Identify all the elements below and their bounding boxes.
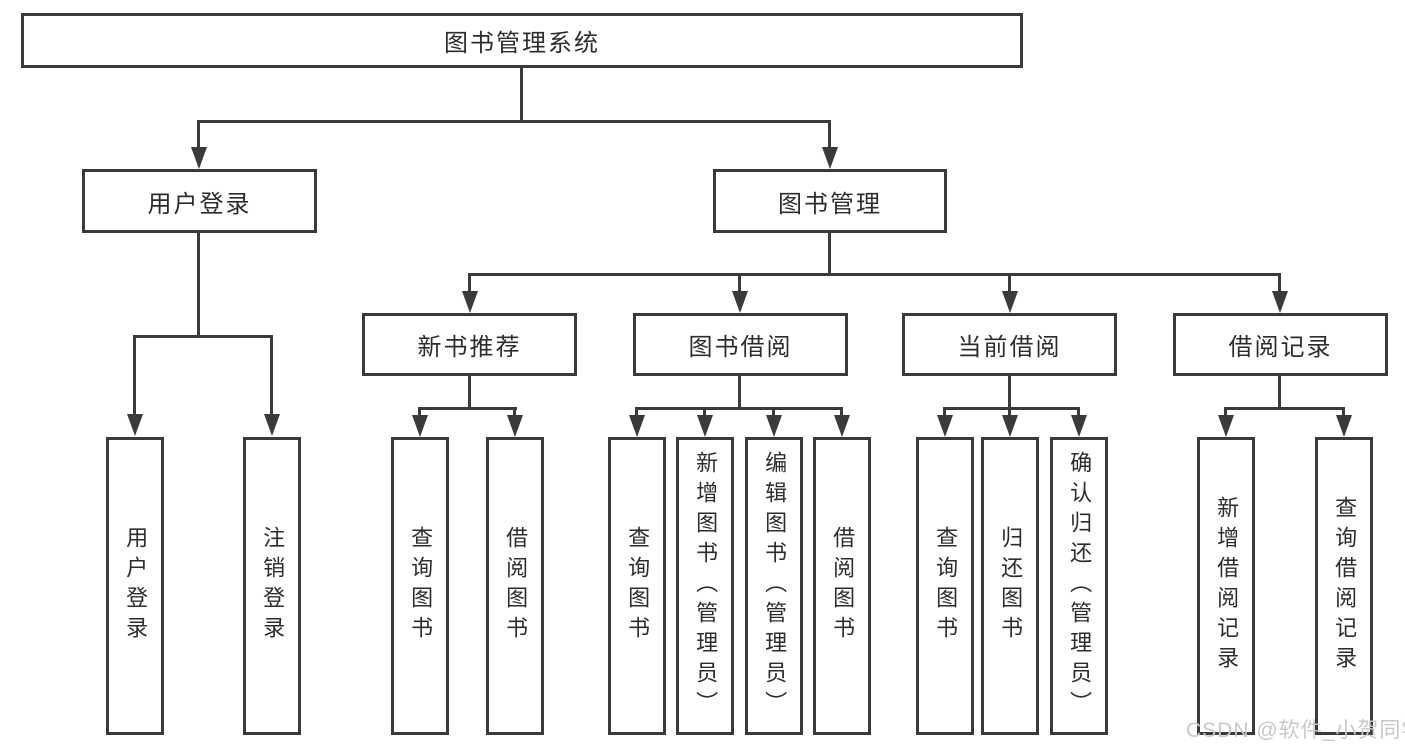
leaf-add-borrow-record-label: 新增借阅记录	[1214, 496, 1240, 676]
leaf-logout-label: 注销登录	[260, 526, 286, 646]
connector-line	[1278, 273, 1281, 292]
connector-line	[943, 407, 946, 417]
leaf-borrow-books-recommend-label: 借阅图书	[503, 526, 529, 646]
connector-line	[418, 407, 517, 410]
connector-line	[1224, 407, 1227, 417]
leaf-return-books-label: 归还图书	[998, 526, 1024, 646]
node-root: 图书管理系统	[21, 13, 1023, 68]
node-new-book-recommend: 新书推荐	[362, 313, 577, 376]
connector-line	[468, 273, 471, 292]
node-user-login-label: 用户登录	[147, 190, 252, 218]
leaf-confirm-return-admin-label: 确认归还（管理员）	[1067, 451, 1093, 721]
arrow-down-icon	[1071, 415, 1087, 437]
connector-line	[270, 335, 273, 416]
connector-line	[133, 335, 136, 416]
arrow-down-icon	[1336, 415, 1352, 437]
node-book-borrow: 图书借阅	[633, 313, 848, 376]
connector-line	[468, 273, 1281, 276]
node-borrow-records-label: 借阅记录	[1228, 334, 1333, 361]
arrow-down-icon	[1002, 415, 1018, 437]
leaf-query-books-borrow-label: 查询图书	[625, 526, 651, 646]
connector-line	[197, 120, 831, 123]
connector-line	[133, 335, 273, 338]
leaf-user-login-label: 用户登录	[123, 526, 149, 646]
connector-line	[1077, 407, 1080, 417]
leaf-user-login: 用户登录	[106, 437, 164, 735]
connector-line	[418, 407, 421, 417]
connector-line	[635, 407, 638, 417]
leaf-borrow-books-label: 借阅图书	[830, 526, 856, 646]
connector-line	[1342, 407, 1345, 417]
arrow-down-icon	[264, 414, 280, 436]
node-book-borrow-label: 图书借阅	[688, 334, 793, 361]
leaf-borrow-books: 借阅图书	[813, 437, 871, 735]
connector-line	[828, 120, 831, 149]
arrow-down-icon	[834, 415, 850, 437]
node-borrow-records: 借阅记录	[1173, 313, 1388, 376]
node-book-management-label: 图书管理	[778, 190, 882, 218]
arrow-down-icon	[697, 415, 713, 437]
connector-line	[943, 407, 1080, 410]
arrow-down-icon	[1272, 291, 1288, 313]
leaf-query-borrow-record-label: 查询借阅记录	[1332, 496, 1358, 676]
leaf-query-books-recommend-label: 查询图书	[408, 526, 434, 646]
connector-line	[703, 407, 706, 417]
leaf-query-books-borrow: 查询图书	[608, 437, 666, 735]
arrow-down-icon	[822, 147, 838, 169]
leaf-add-books-admin-label: 新增图书（管理员）	[693, 451, 719, 721]
leaf-edit-books-admin: 编辑图书（管理员）	[745, 437, 803, 735]
connector-line	[1008, 376, 1011, 409]
connector-line	[197, 120, 200, 149]
arrow-down-icon	[1002, 291, 1018, 313]
node-user-login: 用户登录	[82, 169, 317, 233]
connector-line	[197, 233, 200, 335]
leaf-query-books-recommend: 查询图书	[391, 437, 449, 735]
leaf-add-borrow-record: 新增借阅记录	[1197, 437, 1255, 735]
leaf-edit-books-admin-label: 编辑图书（管理员）	[762, 451, 788, 721]
leaf-query-books-current: 查询图书	[916, 437, 974, 735]
arrow-down-icon	[937, 415, 953, 437]
arrow-down-icon	[191, 147, 207, 169]
connector-line	[738, 273, 741, 292]
leaf-confirm-return-admin: 确认归还（管理员）	[1050, 437, 1108, 735]
leaf-borrow-books-recommend: 借阅图书	[486, 437, 544, 735]
node-root-label: 图书管理系统	[444, 30, 600, 57]
arrow-down-icon	[732, 291, 748, 313]
csdn-watermark: CSDN @软件_小贺同学	[1186, 719, 1405, 742]
connector-line	[468, 376, 471, 409]
connector-line	[1008, 273, 1011, 292]
connector-line	[635, 407, 843, 410]
leaf-add-books-admin: 新增图书（管理员）	[676, 437, 734, 735]
node-current-borrow-label: 当前借阅	[957, 334, 1062, 361]
connector-line	[738, 376, 741, 409]
connector-line	[1278, 376, 1281, 409]
leaf-query-borrow-record: 查询借阅记录	[1315, 437, 1373, 735]
connector-line	[513, 407, 516, 417]
connector-line	[828, 233, 831, 275]
connector-line	[520, 68, 523, 120]
leaf-query-books-current-label: 查询图书	[933, 526, 959, 646]
connector-line	[1224, 407, 1345, 410]
arrow-down-icon	[766, 415, 782, 437]
connector-line	[772, 407, 775, 417]
connector-line	[840, 407, 843, 417]
arrow-down-icon	[412, 415, 428, 437]
node-current-borrow: 当前借阅	[902, 313, 1117, 376]
arrow-down-icon	[462, 291, 478, 313]
node-new-book-recommend-label: 新书推荐	[417, 334, 522, 361]
node-book-management: 图书管理	[713, 169, 947, 233]
leaf-logout: 注销登录	[243, 437, 301, 735]
arrow-down-icon	[1218, 415, 1234, 437]
arrow-down-icon	[629, 415, 645, 437]
arrow-down-icon	[127, 414, 143, 436]
connector-line	[1008, 407, 1011, 417]
arrow-down-icon	[507, 415, 523, 437]
leaf-return-books: 归还图书	[981, 437, 1039, 735]
